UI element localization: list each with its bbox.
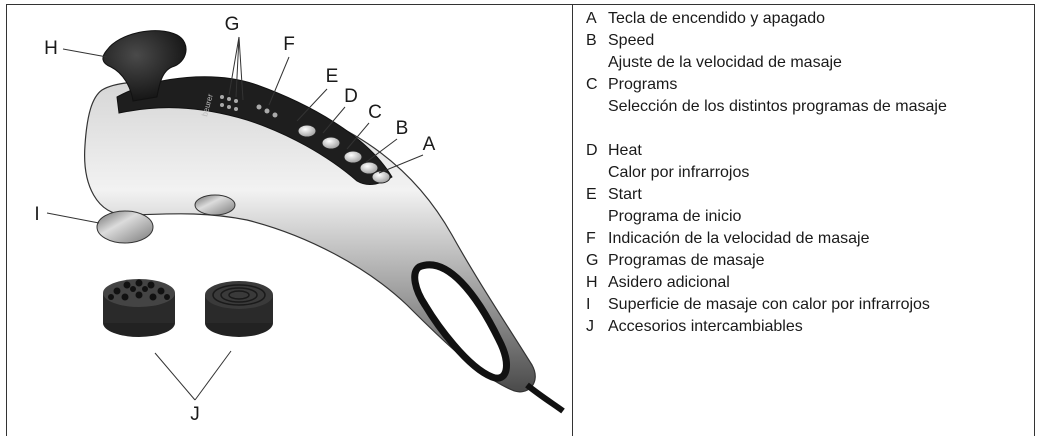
legend-text: Calor por infrarrojos bbox=[608, 164, 750, 181]
callout-d: D bbox=[344, 86, 358, 107]
legend-letter: E bbox=[586, 186, 597, 203]
callout-i: I bbox=[34, 204, 40, 225]
button-speed bbox=[359, 161, 379, 175]
legend-text: Tecla de encendido y apagado bbox=[608, 10, 826, 27]
callout-a: A bbox=[422, 134, 436, 155]
legend-item-b: B Speed bbox=[586, 30, 1031, 52]
legend-text: Indicación de la velocidad de masaje bbox=[608, 230, 870, 247]
massage-head-back bbox=[194, 194, 236, 216]
legend-item-d: D Heat bbox=[586, 140, 1031, 162]
handle-loop bbox=[411, 261, 510, 382]
legend-item-g: G Programas de masaje bbox=[586, 250, 1031, 272]
legend-item-b-desc: Ajuste de la velocidad de masaje bbox=[586, 52, 1031, 74]
button-programs bbox=[343, 150, 363, 164]
parts-legend: A Tecla de encendido y apagado B Speed A… bbox=[586, 8, 1031, 338]
product-illustration: beurer bbox=[7, 5, 571, 437]
legend-letter: F bbox=[586, 230, 596, 247]
legend-text: Selección de los distintos programas de … bbox=[608, 98, 947, 115]
legend-text: Programa de inicio bbox=[608, 208, 742, 225]
legend-text: Speed bbox=[608, 32, 655, 49]
callout-h: H bbox=[44, 38, 58, 59]
legend-text: Accesorios intercambiables bbox=[608, 318, 803, 335]
callout-b: B bbox=[395, 118, 409, 139]
legend-letter: G bbox=[586, 252, 599, 269]
control-panel bbox=[116, 76, 393, 185]
legend-text: Asidero adicional bbox=[608, 274, 730, 291]
frame-left-border bbox=[6, 4, 7, 436]
legend-text: Programas de masaje bbox=[608, 252, 765, 269]
button-power bbox=[371, 170, 391, 184]
legend-letter: C bbox=[586, 76, 598, 93]
button-heat bbox=[321, 136, 341, 150]
frame-top-border bbox=[6, 4, 1034, 5]
legend-item-d-desc: Calor por infrarrojos bbox=[586, 162, 1031, 184]
callout-f: F bbox=[283, 34, 295, 55]
leader-lines bbox=[46, 36, 424, 401]
massage-head-front bbox=[96, 210, 154, 244]
callout-e: E bbox=[325, 66, 339, 87]
legend-letter: D bbox=[586, 142, 598, 159]
legend-letter: H bbox=[586, 274, 598, 291]
legend-item-a: A Tecla de encendido y apagado bbox=[586, 8, 1031, 30]
legend-letter: J bbox=[586, 318, 594, 335]
extra-handle-knob bbox=[102, 30, 187, 102]
callout-j: J bbox=[190, 404, 200, 425]
frame-divider bbox=[572, 4, 573, 436]
legend-text: Ajuste de la velocidad de masaje bbox=[608, 54, 842, 71]
legend-item-i: I Superficie de masaje con calor por inf… bbox=[586, 294, 1031, 316]
legend-text: Start bbox=[608, 186, 642, 203]
legend-item-f: F Indicación de la velocidad de masaje bbox=[586, 228, 1031, 250]
callout-c: C bbox=[368, 102, 382, 123]
legend-item-c: C Programs bbox=[586, 74, 1031, 96]
legend-item-j: J Accesorios intercambiables bbox=[586, 316, 1031, 338]
legend-item-e-desc: Programa de inicio bbox=[586, 206, 1031, 228]
legend-text: Superficie de masaje con calor por infra… bbox=[608, 296, 930, 313]
legend-text: Programs bbox=[608, 76, 678, 93]
attachment-ribbed bbox=[205, 281, 273, 337]
legend-letter: B bbox=[586, 32, 597, 49]
legend-letter: I bbox=[586, 296, 591, 313]
legend-item-e: E Start bbox=[586, 184, 1031, 206]
legend-item-c-desc: Selección de los distintos programas de … bbox=[586, 96, 1031, 140]
callout-g: G bbox=[224, 14, 240, 35]
button-start bbox=[297, 124, 317, 138]
legend-item-h: H Asidero adicional bbox=[586, 272, 1031, 294]
power-cord bbox=[525, 382, 565, 414]
attachment-spiky bbox=[103, 279, 175, 337]
frame-right-border bbox=[1034, 4, 1035, 436]
legend-letter: A bbox=[586, 10, 597, 27]
legend-text: Heat bbox=[608, 142, 642, 159]
massager-drawing: beurer bbox=[46, 30, 565, 414]
indicator-dots bbox=[220, 95, 278, 118]
